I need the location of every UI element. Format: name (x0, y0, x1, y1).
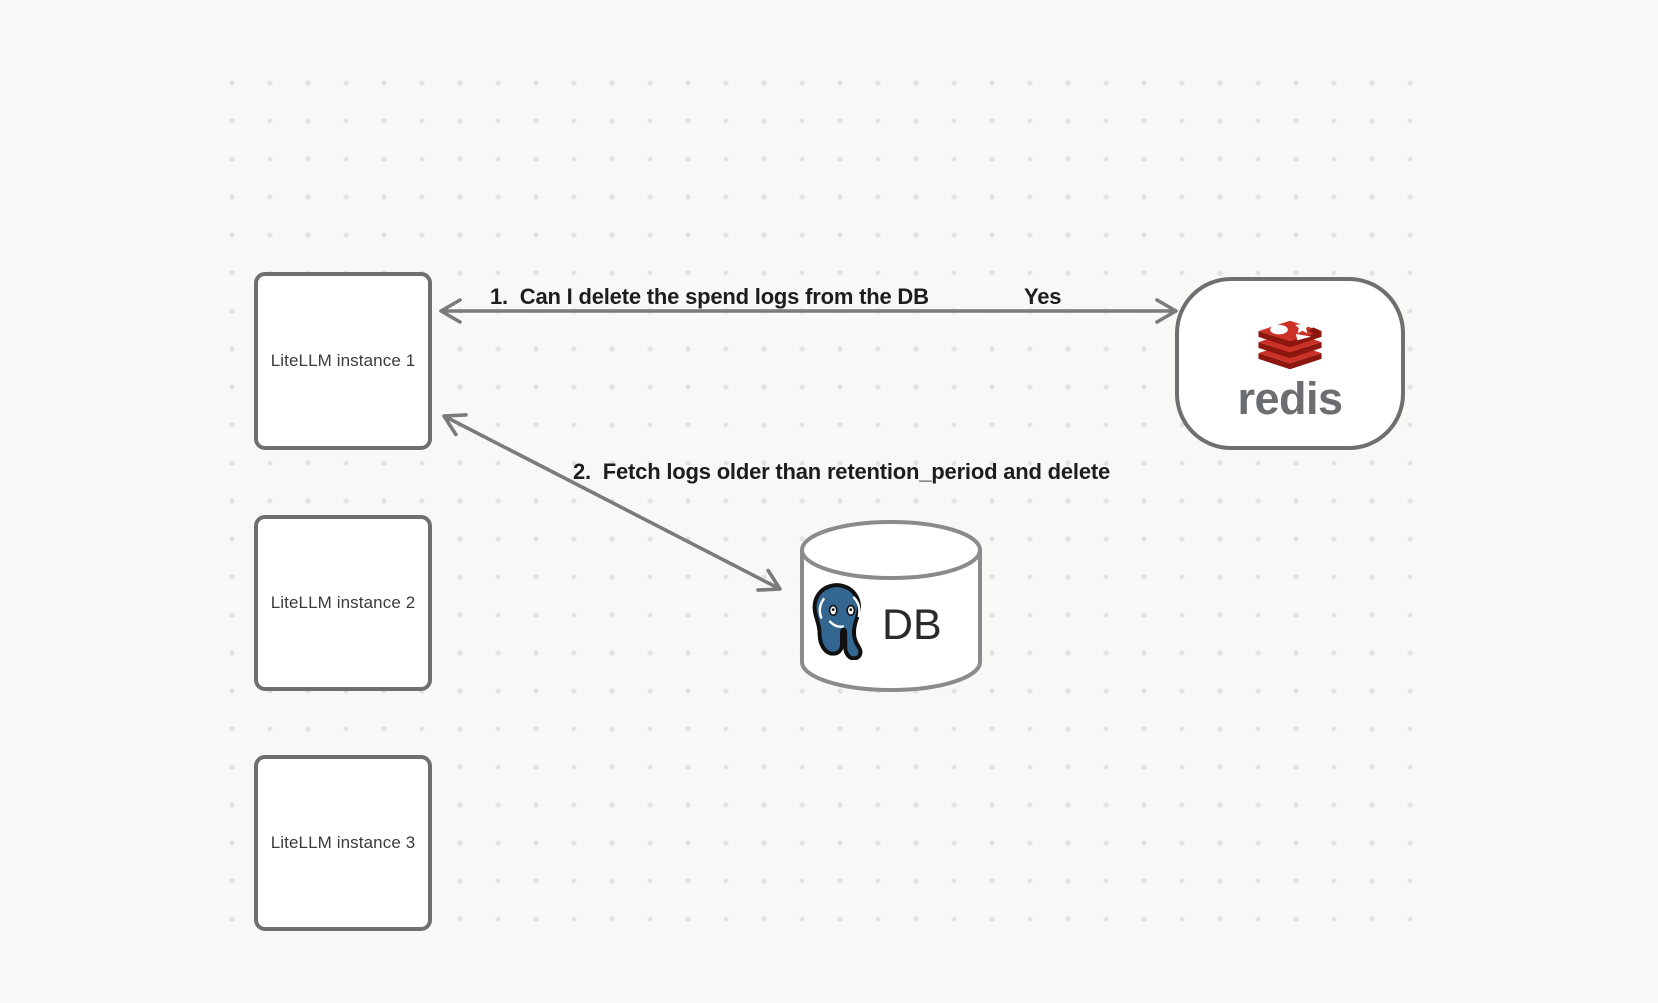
node-label: LiteLLM instance 3 (270, 833, 416, 852)
node-redis[interactable]: redis (1175, 277, 1405, 450)
node-label: LiteLLM instance 2 (270, 593, 416, 612)
edge1-label[interactable]: 1. Can I delete the spend logs from the … (490, 284, 929, 309)
edge1-reply-label[interactable]: Yes (1024, 284, 1062, 309)
postgresql-elephant-icon (812, 583, 863, 660)
node-db[interactable]: DB (798, 518, 984, 694)
db-label: DB (882, 601, 942, 649)
node-litellm-instance-3[interactable]: LiteLLM instance 3 (254, 755, 432, 931)
node-litellm-instance-2[interactable]: LiteLLM instance 2 (254, 515, 432, 691)
redis-logo-icon (1258, 320, 1322, 370)
edge2-label[interactable]: 2. Fetch logs older than retention_perio… (573, 459, 1111, 484)
arrow-instance1-to-db[interactable] (442, 413, 782, 592)
redis-wordmark: redis (1237, 373, 1343, 424)
node-label: LiteLLM instance 1 (270, 351, 416, 370)
node-litellm-instance-1[interactable]: LiteLLM instance 1 (254, 272, 432, 450)
